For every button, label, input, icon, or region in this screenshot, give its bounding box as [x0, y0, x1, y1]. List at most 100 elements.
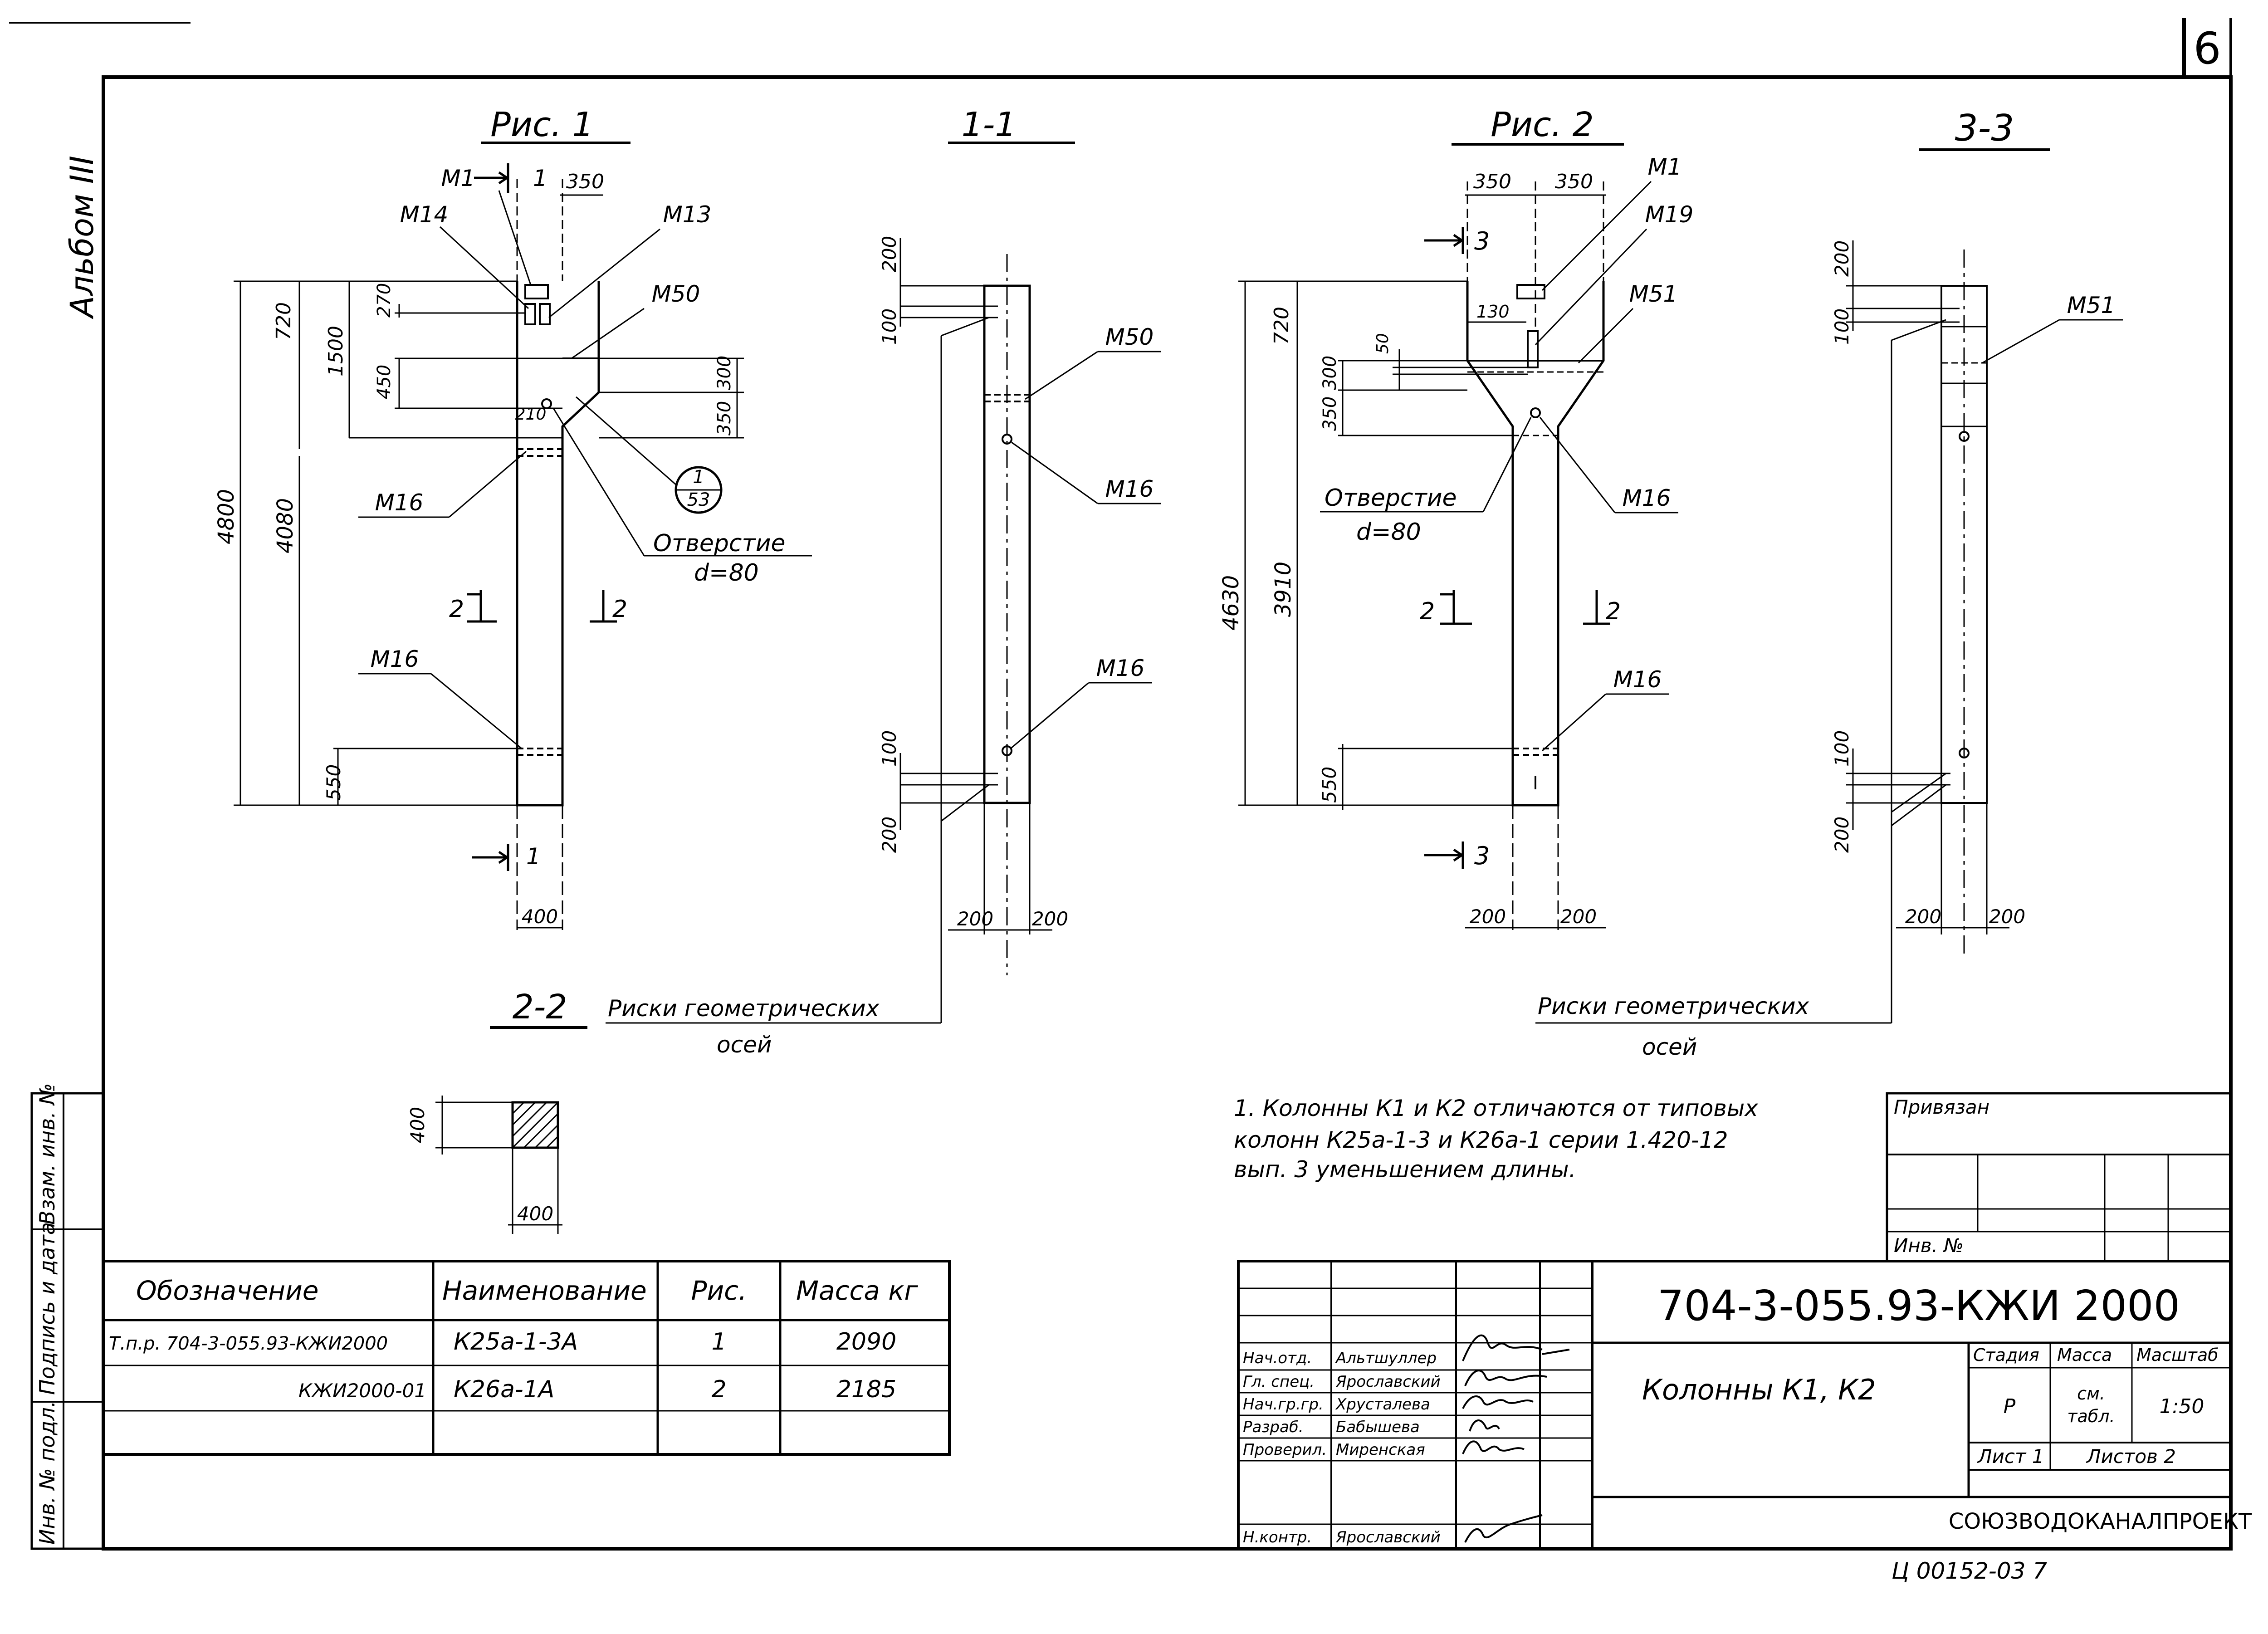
fig2-view: Рис. 2 350 350 130 50 — [1218, 105, 1693, 930]
fig1-dim-450: 450 — [374, 365, 395, 399]
fig1-dim-350: 350 — [714, 401, 735, 435]
s33-mark-m51: М51 — [2067, 292, 2116, 318]
fig2-dim-350: 350 — [1320, 396, 1340, 431]
fig2-cut2-left: 2 — [1420, 598, 1435, 625]
s11-dim-200a: 200 — [878, 236, 900, 272]
album-label: Альбом III — [64, 156, 101, 319]
organization: СОЮЗВОДОКАНАЛПРОЕКТ — [1949, 1509, 2252, 1534]
fig1-mark-m16a: М16 — [375, 489, 424, 516]
fig2-mark-m16b: М16 — [1613, 666, 1662, 693]
section-3-3: 3-3 200 100 100 200 200 200 М51 Риски — [1535, 107, 2123, 1060]
fig1-dim-4080: 4080 — [273, 498, 298, 553]
spec-r2-name: К26а-1А — [454, 1376, 554, 1403]
s11-mark-m16a: М16 — [1105, 476, 1154, 502]
name-4: Бабышева — [1336, 1418, 1420, 1436]
fig2-dim-130: 130 — [1476, 302, 1510, 322]
drawing-code: 704-3-055.93-КЖИ 2000 — [1657, 1282, 2180, 1330]
fig2-hole-dia: d=80 — [1356, 519, 1421, 546]
fig2-dim-300: 300 — [1320, 356, 1340, 390]
s22-dim-400v: 400 — [406, 1107, 429, 1143]
sheet-number: 6 — [2193, 23, 2221, 74]
inv-no-label: Инв. № — [1894, 1234, 1964, 1257]
note-line-1: 1. Колонны К1 и К2 отличаются от типовых — [1234, 1095, 1758, 1121]
fig2-dim-4630: 4630 — [1218, 575, 1244, 631]
fig1-dim-270: 270 — [374, 283, 395, 318]
section-3-3-title: 3-3 — [1955, 107, 2014, 149]
fig1-cut-1-top: 1 — [533, 165, 547, 191]
fig2-mark-m16a: М16 — [1623, 485, 1671, 511]
fig1-dim-1500: 1500 — [324, 326, 347, 377]
fig1-view: Рис. 1 350 — [214, 105, 812, 930]
fig1-mark-m50: М50 — [652, 281, 700, 307]
fig1-dim-400: 400 — [522, 905, 558, 928]
role-3: Нач.гр.гр. — [1243, 1395, 1324, 1414]
s11-dim-100b: 100 — [878, 730, 900, 767]
fig2-dim-50: 50 — [1374, 333, 1392, 354]
section-1-1-title: 1-1 — [962, 105, 1017, 144]
spec-r1-designation: Т.п.р. 704-3-055.93-КЖИ2000 — [109, 1333, 388, 1354]
title-block: 704-3-055.93-КЖИ 2000 Колонны К1, К2 Ста… — [1237, 1260, 2252, 1550]
name-2: Ярославский — [1335, 1373, 1441, 1391]
sheets-label: Листов 2 — [2086, 1445, 2176, 1468]
privyazan-block: Привязан Инв. № — [1886, 1092, 2232, 1262]
fig1-dim-300: 300 — [714, 356, 735, 390]
fig1-mark-m14: М14 — [400, 201, 449, 228]
role-4: Разраб. — [1243, 1418, 1304, 1436]
name-5: Миренская — [1336, 1441, 1425, 1459]
note-line-3: вып. 3 уменьшением длины. — [1234, 1156, 1576, 1183]
fig2-mark-m1: М1 — [1648, 154, 1682, 180]
s33-dim-200c: 200 — [1905, 905, 1941, 928]
fig2-dim-3910: 3910 — [1271, 562, 1296, 617]
s11-dim-w200b: 200 — [1032, 908, 1068, 930]
s33-dim-200b: 200 — [1831, 817, 1853, 853]
fig2-mark-m51: М51 — [1629, 281, 1678, 307]
spec-r1-mass: 2090 — [836, 1328, 896, 1355]
fig1-axes-label-1: Риски геометрических — [608, 995, 880, 1022]
stage-header: Стадия — [1973, 1345, 2039, 1365]
mass-header: Масса — [2057, 1345, 2112, 1365]
spec-h-mass: Масса кг — [796, 1275, 918, 1306]
spec-h-fig: Рис. — [691, 1275, 747, 1306]
fig1-dim-top: 350 — [566, 170, 604, 193]
fig2-axes-label-2: осей — [1642, 1034, 1697, 1060]
fig1-hole-dia: d=80 — [694, 559, 759, 587]
spec-table: Обозначение Наименование Рис. Масса кг Т… — [102, 1260, 951, 1456]
s11-mark-m16b: М16 — [1096, 655, 1145, 681]
sheet-frame: 6 — [9, 18, 2233, 1551]
fig1-mark-m13: М13 — [663, 201, 712, 228]
fig2-cut2-right: 2 — [1606, 598, 1621, 625]
sheet-label: Лист 1 — [1977, 1445, 2044, 1468]
strip-vzam-inv: Взам. инв. № — [35, 1083, 59, 1225]
name-3: Хрусталева — [1335, 1395, 1430, 1414]
spec-r2-designation: КЖИ2000-01 — [298, 1380, 426, 1402]
footer-code: Ц 00152-03 7 — [1892, 1558, 2047, 1584]
role-2: Гл. спец. — [1243, 1373, 1315, 1391]
section-2-2-title: 2-2 — [513, 988, 567, 1027]
s11-dim-w200a: 200 — [957, 908, 993, 930]
fig1-axes-label-2: осей — [717, 1032, 772, 1058]
fig1-cut2-right: 2 — [612, 596, 627, 623]
spec-r2-mass: 2185 — [836, 1376, 896, 1403]
fig1-hole-label: Отверстие — [653, 530, 786, 557]
fig2-axes-label-1: Риски геометрических — [1538, 993, 1809, 1019]
fig2-cut3-top: 3 — [1474, 227, 1490, 255]
fig2-dim-200b: 200 — [1560, 905, 1597, 928]
mass-value-1: см. — [2077, 1384, 2105, 1404]
scale-header: Масштаб — [2136, 1345, 2219, 1365]
fig2-hole-label: Отверстие — [1325, 484, 1457, 512]
fig2-dim-350a: 350 — [1473, 170, 1511, 193]
fig1-cut2-left: 2 — [449, 596, 464, 623]
spec-h-name: Наименование — [442, 1275, 647, 1306]
role-6: Н.контр. — [1243, 1528, 1312, 1546]
fig1-dim-720: 720 — [272, 302, 295, 340]
fig1-mark-m1: М1 — [441, 165, 475, 191]
fig1-callout-num: 1 — [693, 467, 704, 488]
spec-h-designation: Обозначение — [136, 1275, 318, 1306]
role-1: Нач.отд. — [1243, 1349, 1312, 1367]
spec-r2-fig: 2 — [711, 1376, 726, 1403]
strip-inv-podl: Инв. № подл. — [35, 1401, 59, 1545]
stage-value: Р — [2004, 1395, 2016, 1418]
fig1-dim-4800: 4800 — [214, 489, 239, 544]
spec-r1-name: К25а-1-3А — [454, 1328, 578, 1355]
